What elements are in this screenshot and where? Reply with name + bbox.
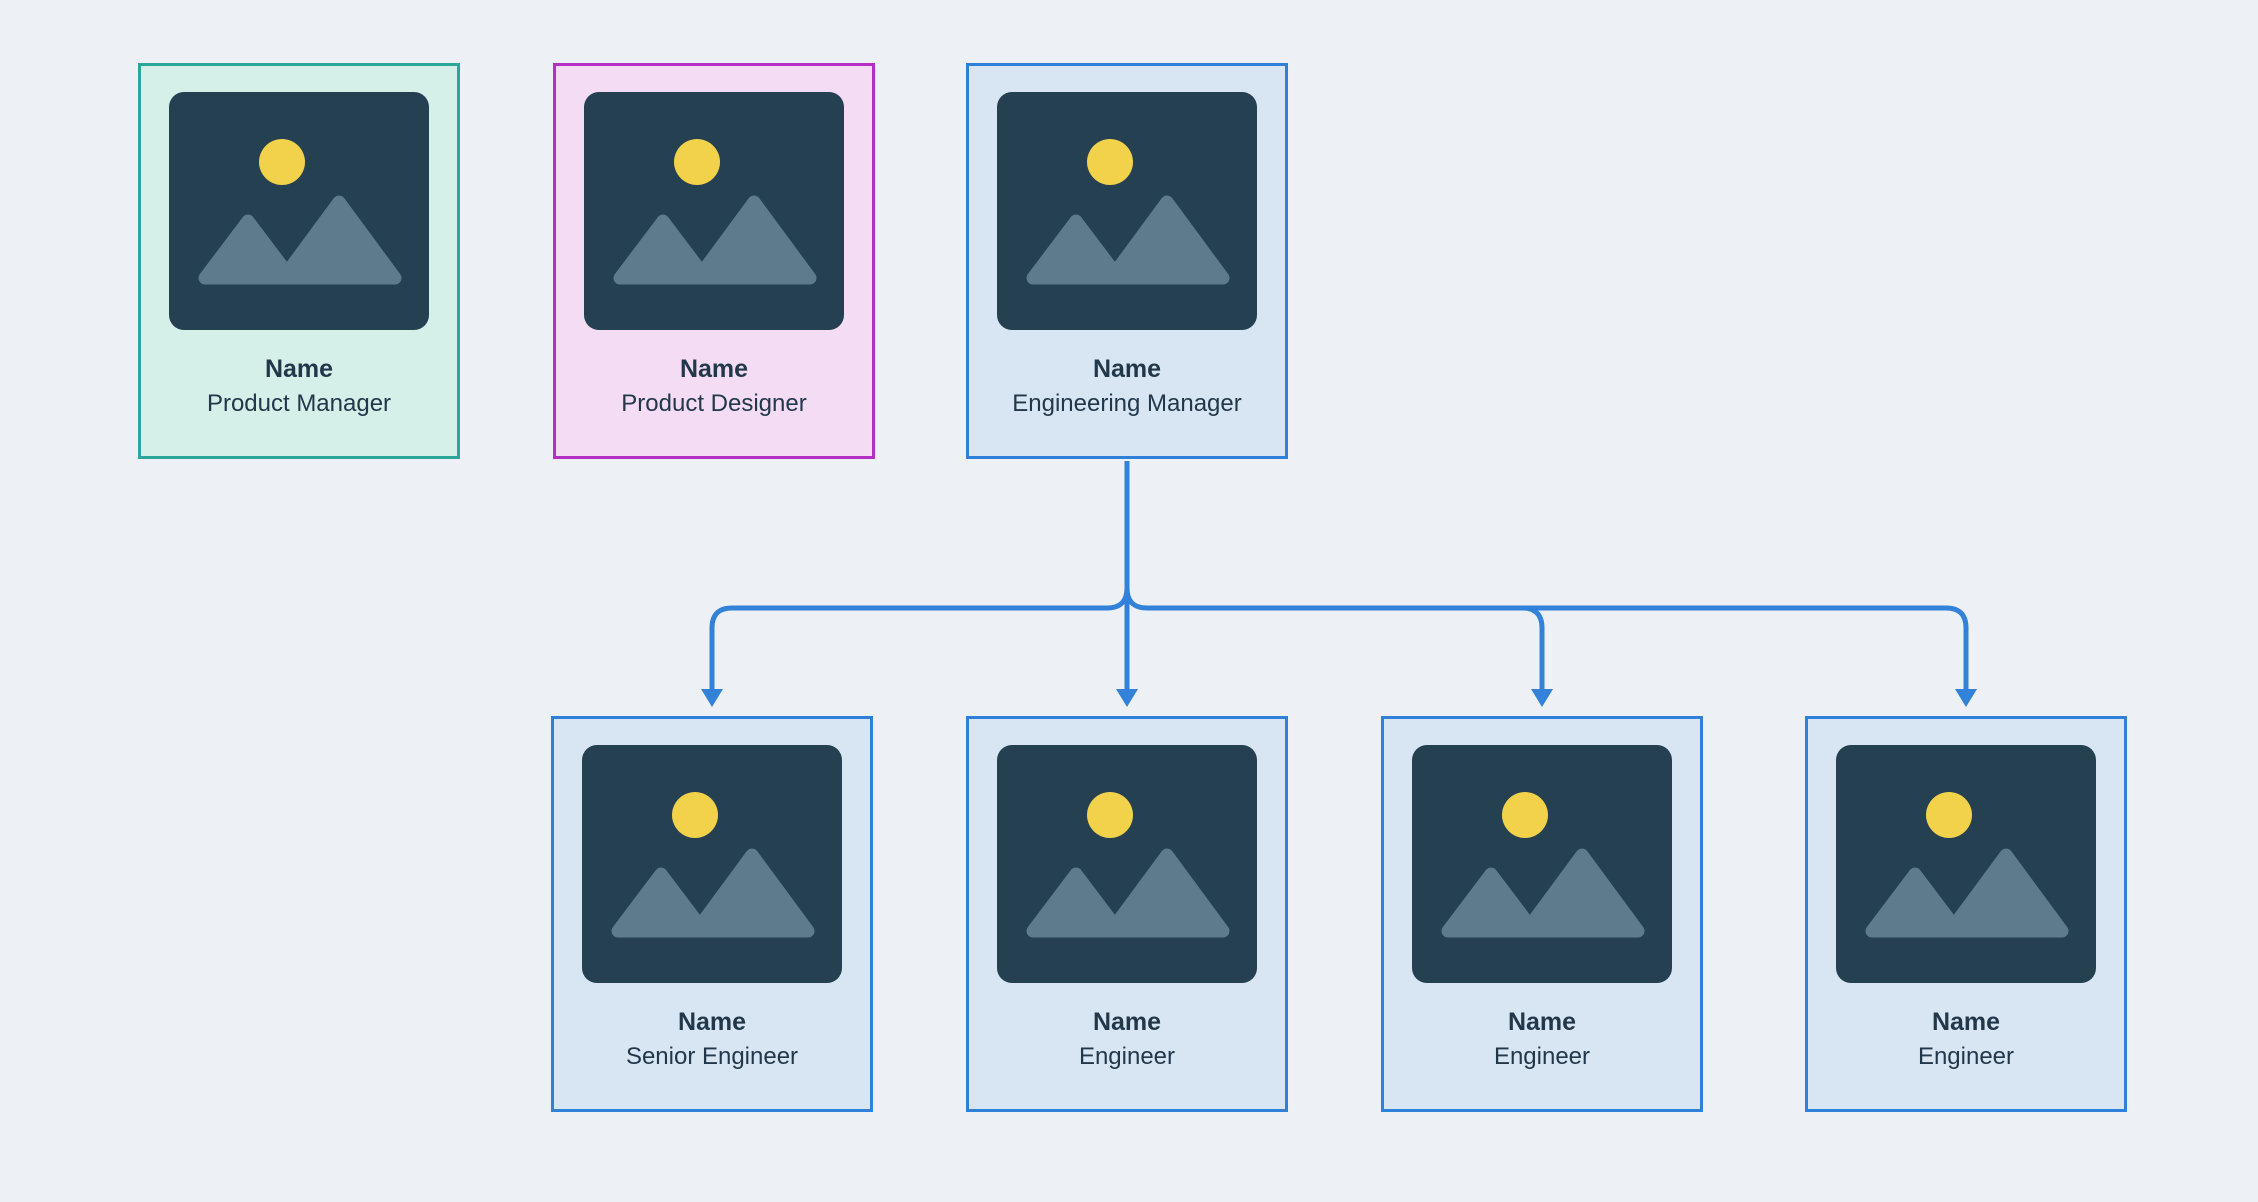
org-card-engineer-3[interactable]: Name Engineer: [1805, 716, 2127, 1112]
org-card-engineer-1[interactable]: Name Engineer: [966, 716, 1288, 1112]
connector-left-run: [709, 587, 1130, 691]
person-name: Name: [677, 1008, 747, 1036]
person-role: Engineer: [1078, 1042, 1176, 1070]
image-placeholder-icon: [584, 92, 844, 330]
person-role: Product Manager: [206, 389, 392, 417]
person-name: Name: [1092, 355, 1162, 383]
person-role: Engineer: [1917, 1042, 2015, 1070]
image-placeholder-icon: [169, 92, 429, 330]
org-card-product-manager[interactable]: Name Product Manager: [138, 63, 460, 459]
connector-branch-3: [1521, 605, 1545, 691]
person-role: Senior Engineer: [625, 1042, 799, 1070]
image-placeholder-icon: [1836, 745, 2096, 983]
image-placeholder-icon: [1412, 745, 1672, 983]
person-role: Product Designer: [621, 389, 807, 417]
org-card-senior-engineer[interactable]: Name Senior Engineer: [551, 716, 873, 1112]
person-role: Engineer: [1493, 1042, 1591, 1070]
arrowhead-child-1: [701, 689, 723, 707]
image-placeholder-icon: [997, 745, 1257, 983]
org-card-engineer-2[interactable]: Name Engineer: [1381, 716, 1703, 1112]
person-name: Name: [264, 355, 334, 383]
image-placeholder-icon: [582, 745, 842, 983]
org-card-product-designer[interactable]: Name Product Designer: [553, 63, 875, 459]
person-name: Name: [1931, 1008, 2001, 1036]
arrowhead-child-2: [1116, 689, 1138, 707]
image-placeholder-icon: [997, 92, 1257, 330]
person-role: Engineering Manager: [1012, 389, 1242, 417]
person-name: Name: [1507, 1008, 1577, 1036]
person-name: Name: [1092, 1008, 1162, 1036]
connector-right-run: [1124, 587, 1969, 691]
org-card-engineering-manager[interactable]: Name Engineering Manager: [966, 63, 1288, 459]
arrowhead-child-3: [1531, 689, 1553, 707]
arrowhead-child-4: [1955, 689, 1977, 707]
person-name: Name: [679, 355, 749, 383]
